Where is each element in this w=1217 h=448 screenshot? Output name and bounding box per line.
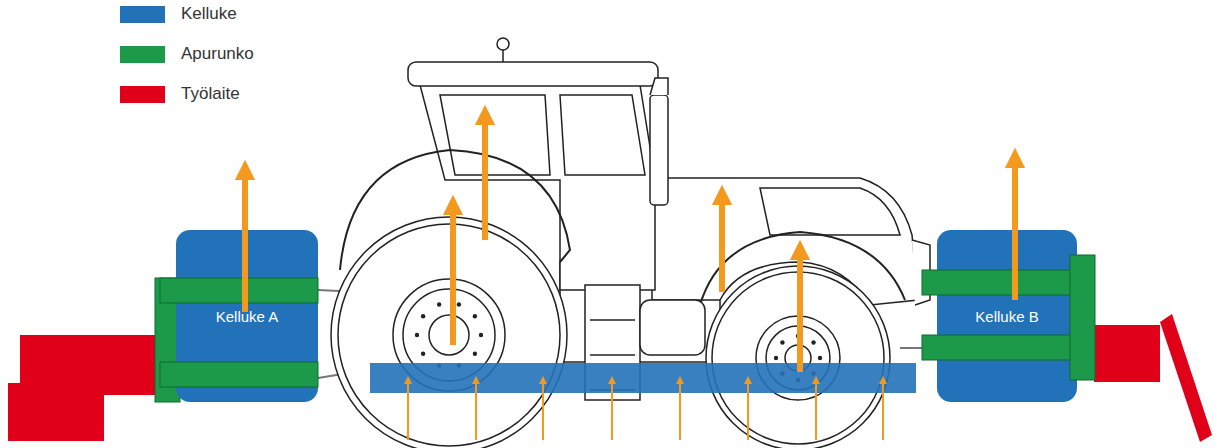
sub-frame-band	[160, 362, 318, 387]
float-label: Kelluke A	[216, 308, 279, 325]
lift-arrows	[453, 115, 800, 372]
tractor-body	[331, 38, 930, 448]
legend-entry: Apurunko	[120, 44, 254, 64]
float-label: Kelluke B	[975, 308, 1038, 325]
lift-arrow	[1012, 158, 1018, 300]
sub-frame-plate	[1070, 255, 1095, 380]
lift-arrow	[242, 170, 248, 312]
right-implement	[1094, 314, 1212, 442]
legend-entry: Työlaite	[120, 84, 240, 104]
legend-entry: Kelluke	[120, 4, 237, 24]
legend-label: Kelluke	[181, 4, 237, 24]
float-box: Kelluke B	[937, 230, 1077, 402]
float-bar	[370, 363, 916, 393]
float-box: Kelluke A	[176, 230, 318, 402]
legend-swatch	[120, 86, 165, 103]
legend-swatch	[120, 6, 165, 23]
sub-frame-band	[160, 278, 318, 303]
legend-label: Apurunko	[181, 44, 254, 64]
buoyancy-arrows	[408, 380, 883, 440]
legend-label: Työlaite	[181, 84, 240, 104]
left-implement	[8, 278, 180, 441]
sub-frame-band	[922, 270, 1075, 295]
legend-swatch	[120, 46, 165, 63]
sub-frame-band	[922, 335, 1075, 360]
